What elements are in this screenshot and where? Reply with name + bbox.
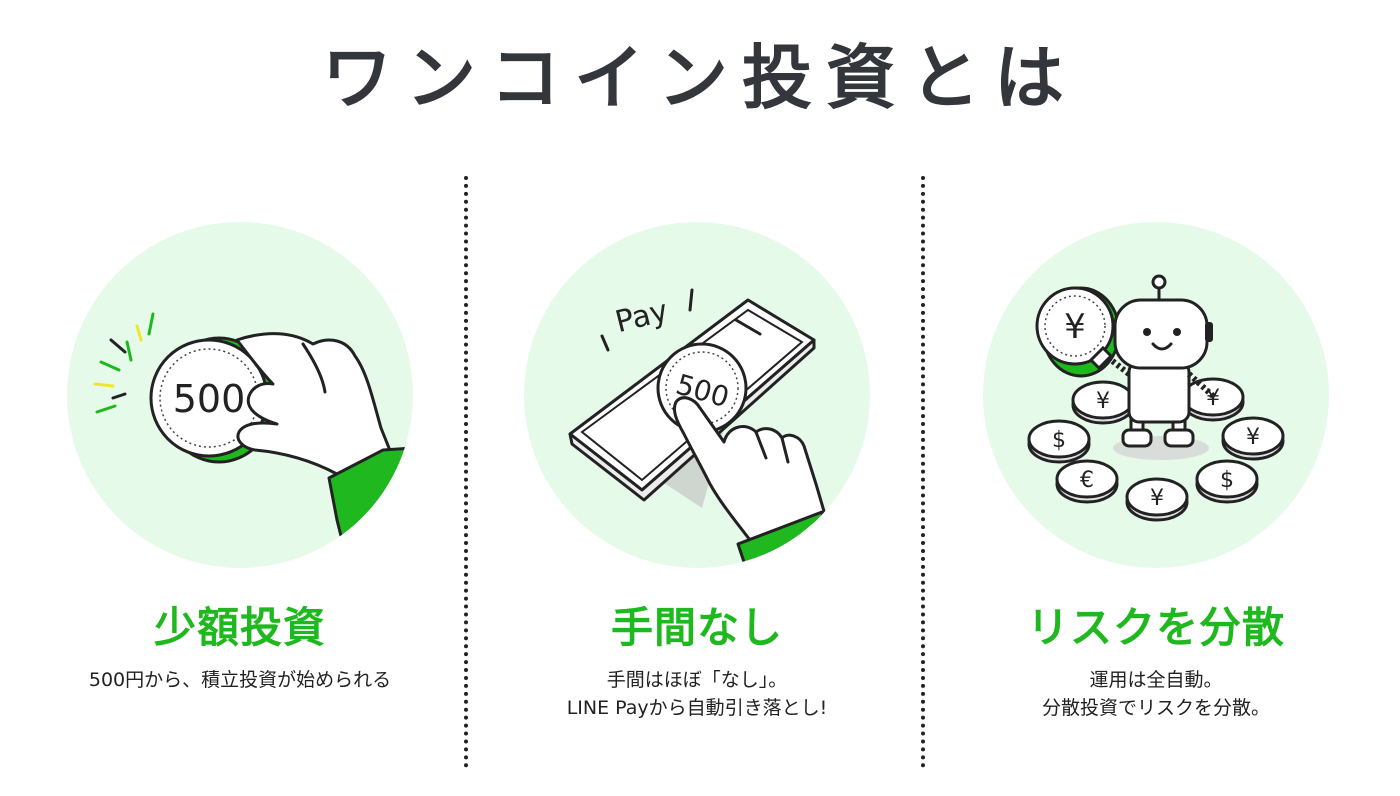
coin-symbol: ¥: [1206, 386, 1220, 411]
coin-symbol: ¥: [1064, 307, 1086, 347]
feature-small-investment: 500 少額投資 500円から、積立投資が始められる: [10, 0, 470, 796]
feature-risk-diversification: ¥ $ € ¥: [926, 0, 1386, 796]
robot-with-coins-icon: ¥ $ € ¥: [1027, 274, 1285, 522]
feature-description: 500円から、積立投資が始められる: [10, 666, 470, 694]
coin-symbol: $: [1220, 468, 1234, 493]
coin-symbol: ¥: [1246, 425, 1260, 450]
pay-bubble-label: Pay: [612, 293, 672, 340]
feature-description-line: 500円から、積立投資が始められる: [88, 669, 392, 691]
coin-ring: ¥ $ € ¥: [1027, 377, 1285, 522]
illustration-circle: 500: [67, 222, 413, 568]
feature-title: 手間なし: [610, 603, 783, 652]
coin-symbol: ¥: [1096, 389, 1110, 414]
feature-description-line: 運用は全自動。: [1089, 669, 1223, 691]
hand-holding-coin-icon: 500: [93, 312, 413, 568]
illustration-circle: Pay 500: [524, 222, 870, 568]
feature-description-line: 手間はほぼ「なし」。: [606, 669, 788, 691]
smartphone-tap-icon: Pay 500: [568, 288, 836, 568]
coin-label: 500: [173, 377, 246, 421]
coin-symbol: ¥: [1150, 486, 1164, 511]
feature-title: リスクを分散: [1026, 603, 1285, 652]
feature-description-line: LINE Payから自動引き落とし!: [566, 697, 828, 719]
feature-description-line: 分散投資でリスクを分散。: [1041, 697, 1270, 719]
feature-description: 手間はほぼ「なし」。 LINE Payから自動引き落とし!: [467, 666, 927, 722]
coin-symbol: $: [1052, 428, 1066, 453]
column-divider-1: [464, 176, 468, 768]
coin-symbol: €: [1080, 468, 1094, 493]
column-divider-2: [921, 176, 925, 768]
feature-description: 運用は全自動。 分散投資でリスクを分散。: [926, 666, 1386, 722]
illustration-circle: ¥ $ € ¥: [983, 222, 1329, 568]
feature-title: 少額投資: [153, 603, 326, 652]
page-title: ワンコイン投資とは: [322, 37, 1078, 119]
feature-no-effort: Pay 500 手間なし 手間はほぼ「なし」。 LINE Payから自動引き落と…: [467, 0, 927, 796]
